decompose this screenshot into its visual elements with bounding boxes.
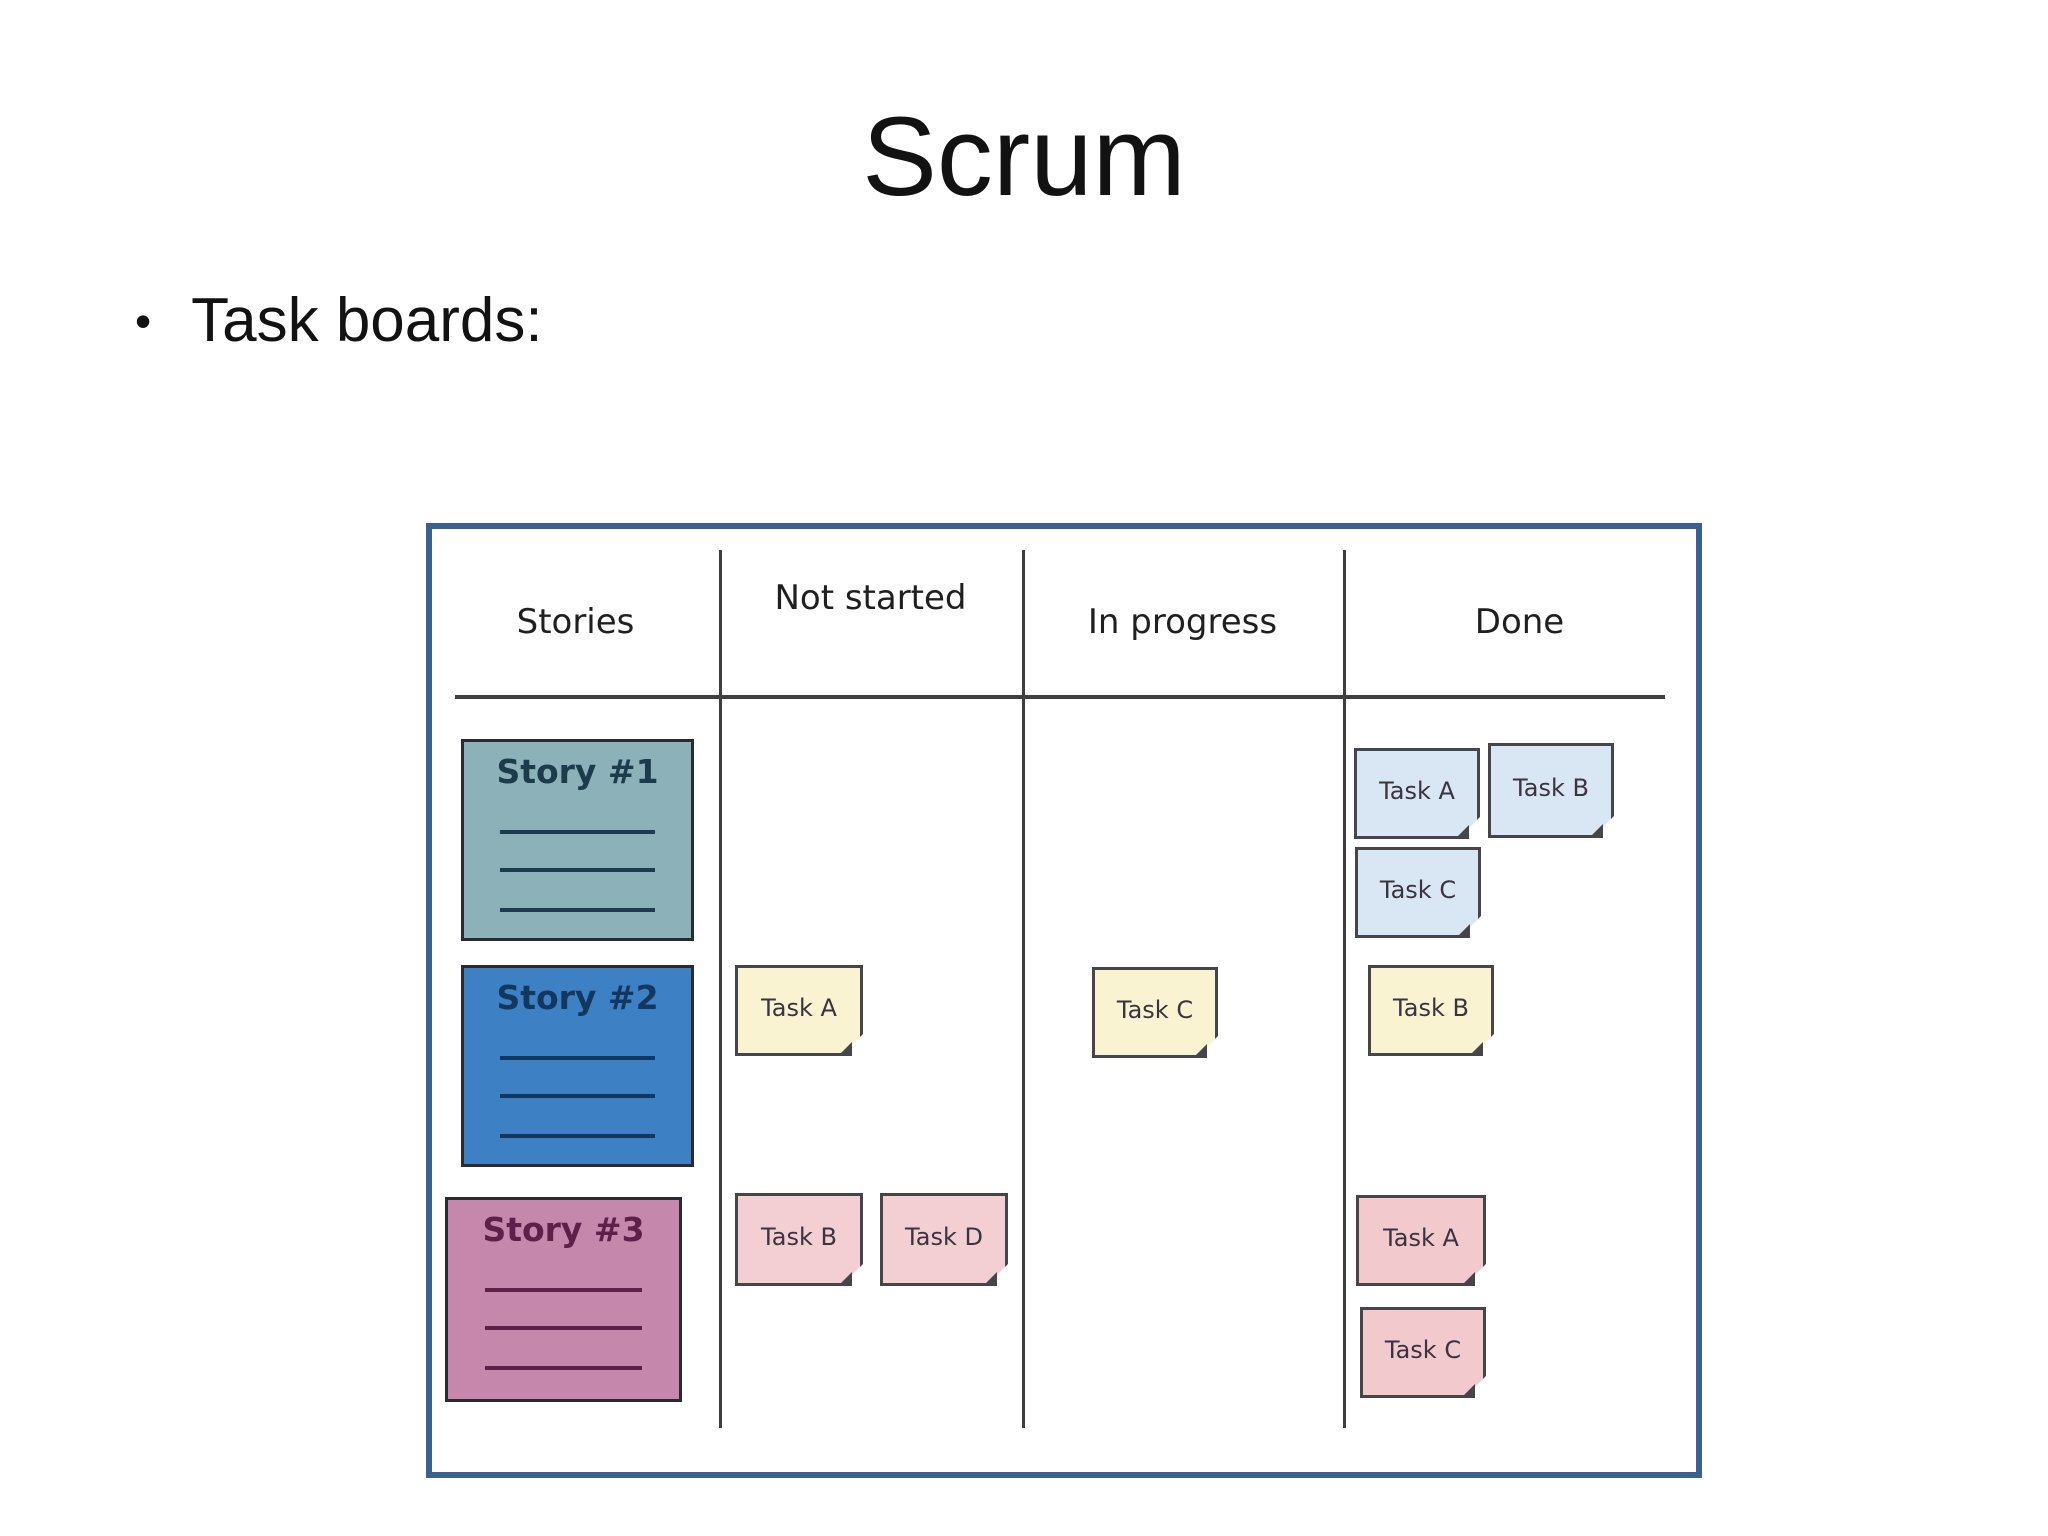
task-note: Task C [1360,1307,1486,1398]
story-line [500,1134,655,1138]
column-divider [1022,550,1025,1428]
task-note: Task A [1356,1195,1486,1286]
column-header-not-started: Not started [774,578,967,618]
story-line [500,830,655,834]
story-line [500,868,655,872]
note-label: Task A [1379,776,1455,805]
story-card: Story #3 [445,1197,682,1402]
story-line [500,1094,655,1098]
note-label: Task D [905,1222,983,1251]
bullet-text: Task boards: [191,286,543,355]
story-line [484,1288,643,1292]
note-label: Task B [761,1222,837,1251]
story-title: Story #1 [496,752,659,791]
task-note: Task C [1355,847,1481,938]
column-divider [1343,550,1346,1428]
task-note: Task A [1354,748,1480,839]
story-line [500,1056,655,1060]
story-line [500,908,655,912]
task-note: Task B [1368,965,1494,1056]
note-label: Task C [1116,995,1194,1024]
note-label: Task B [1393,993,1469,1022]
column-divider [719,550,722,1428]
story-card: Story #1 [461,739,694,941]
note-label: Task A [1383,1223,1459,1252]
task-note: Task A [735,965,863,1056]
note-label: Task B [1513,773,1589,802]
story-title: Story #3 [482,1210,645,1249]
story-line [484,1326,643,1330]
task-note: Task B [735,1193,863,1286]
column-header-done: Done [1474,602,1565,642]
story-line [484,1366,643,1370]
bullet-line: • Task boards: [135,285,543,356]
column-header-in-progress: In progress [1087,602,1278,642]
story-card: Story #2 [461,965,694,1167]
bullet-marker: • [135,294,152,347]
note-label: Task A [761,993,837,1022]
column-header-stories: Stories [516,602,635,642]
task-note: Task B [1488,743,1614,838]
note-label: Task C [1384,1335,1462,1364]
task-board: Stories Not started In progress Done Sto… [426,523,1702,1478]
note-label: Task C [1379,875,1457,904]
task-note: Task C [1092,967,1218,1058]
header-underline [455,695,1665,699]
page-title: Scrum [862,94,1186,219]
story-title: Story #2 [496,978,659,1017]
task-note: Task D [880,1193,1008,1286]
